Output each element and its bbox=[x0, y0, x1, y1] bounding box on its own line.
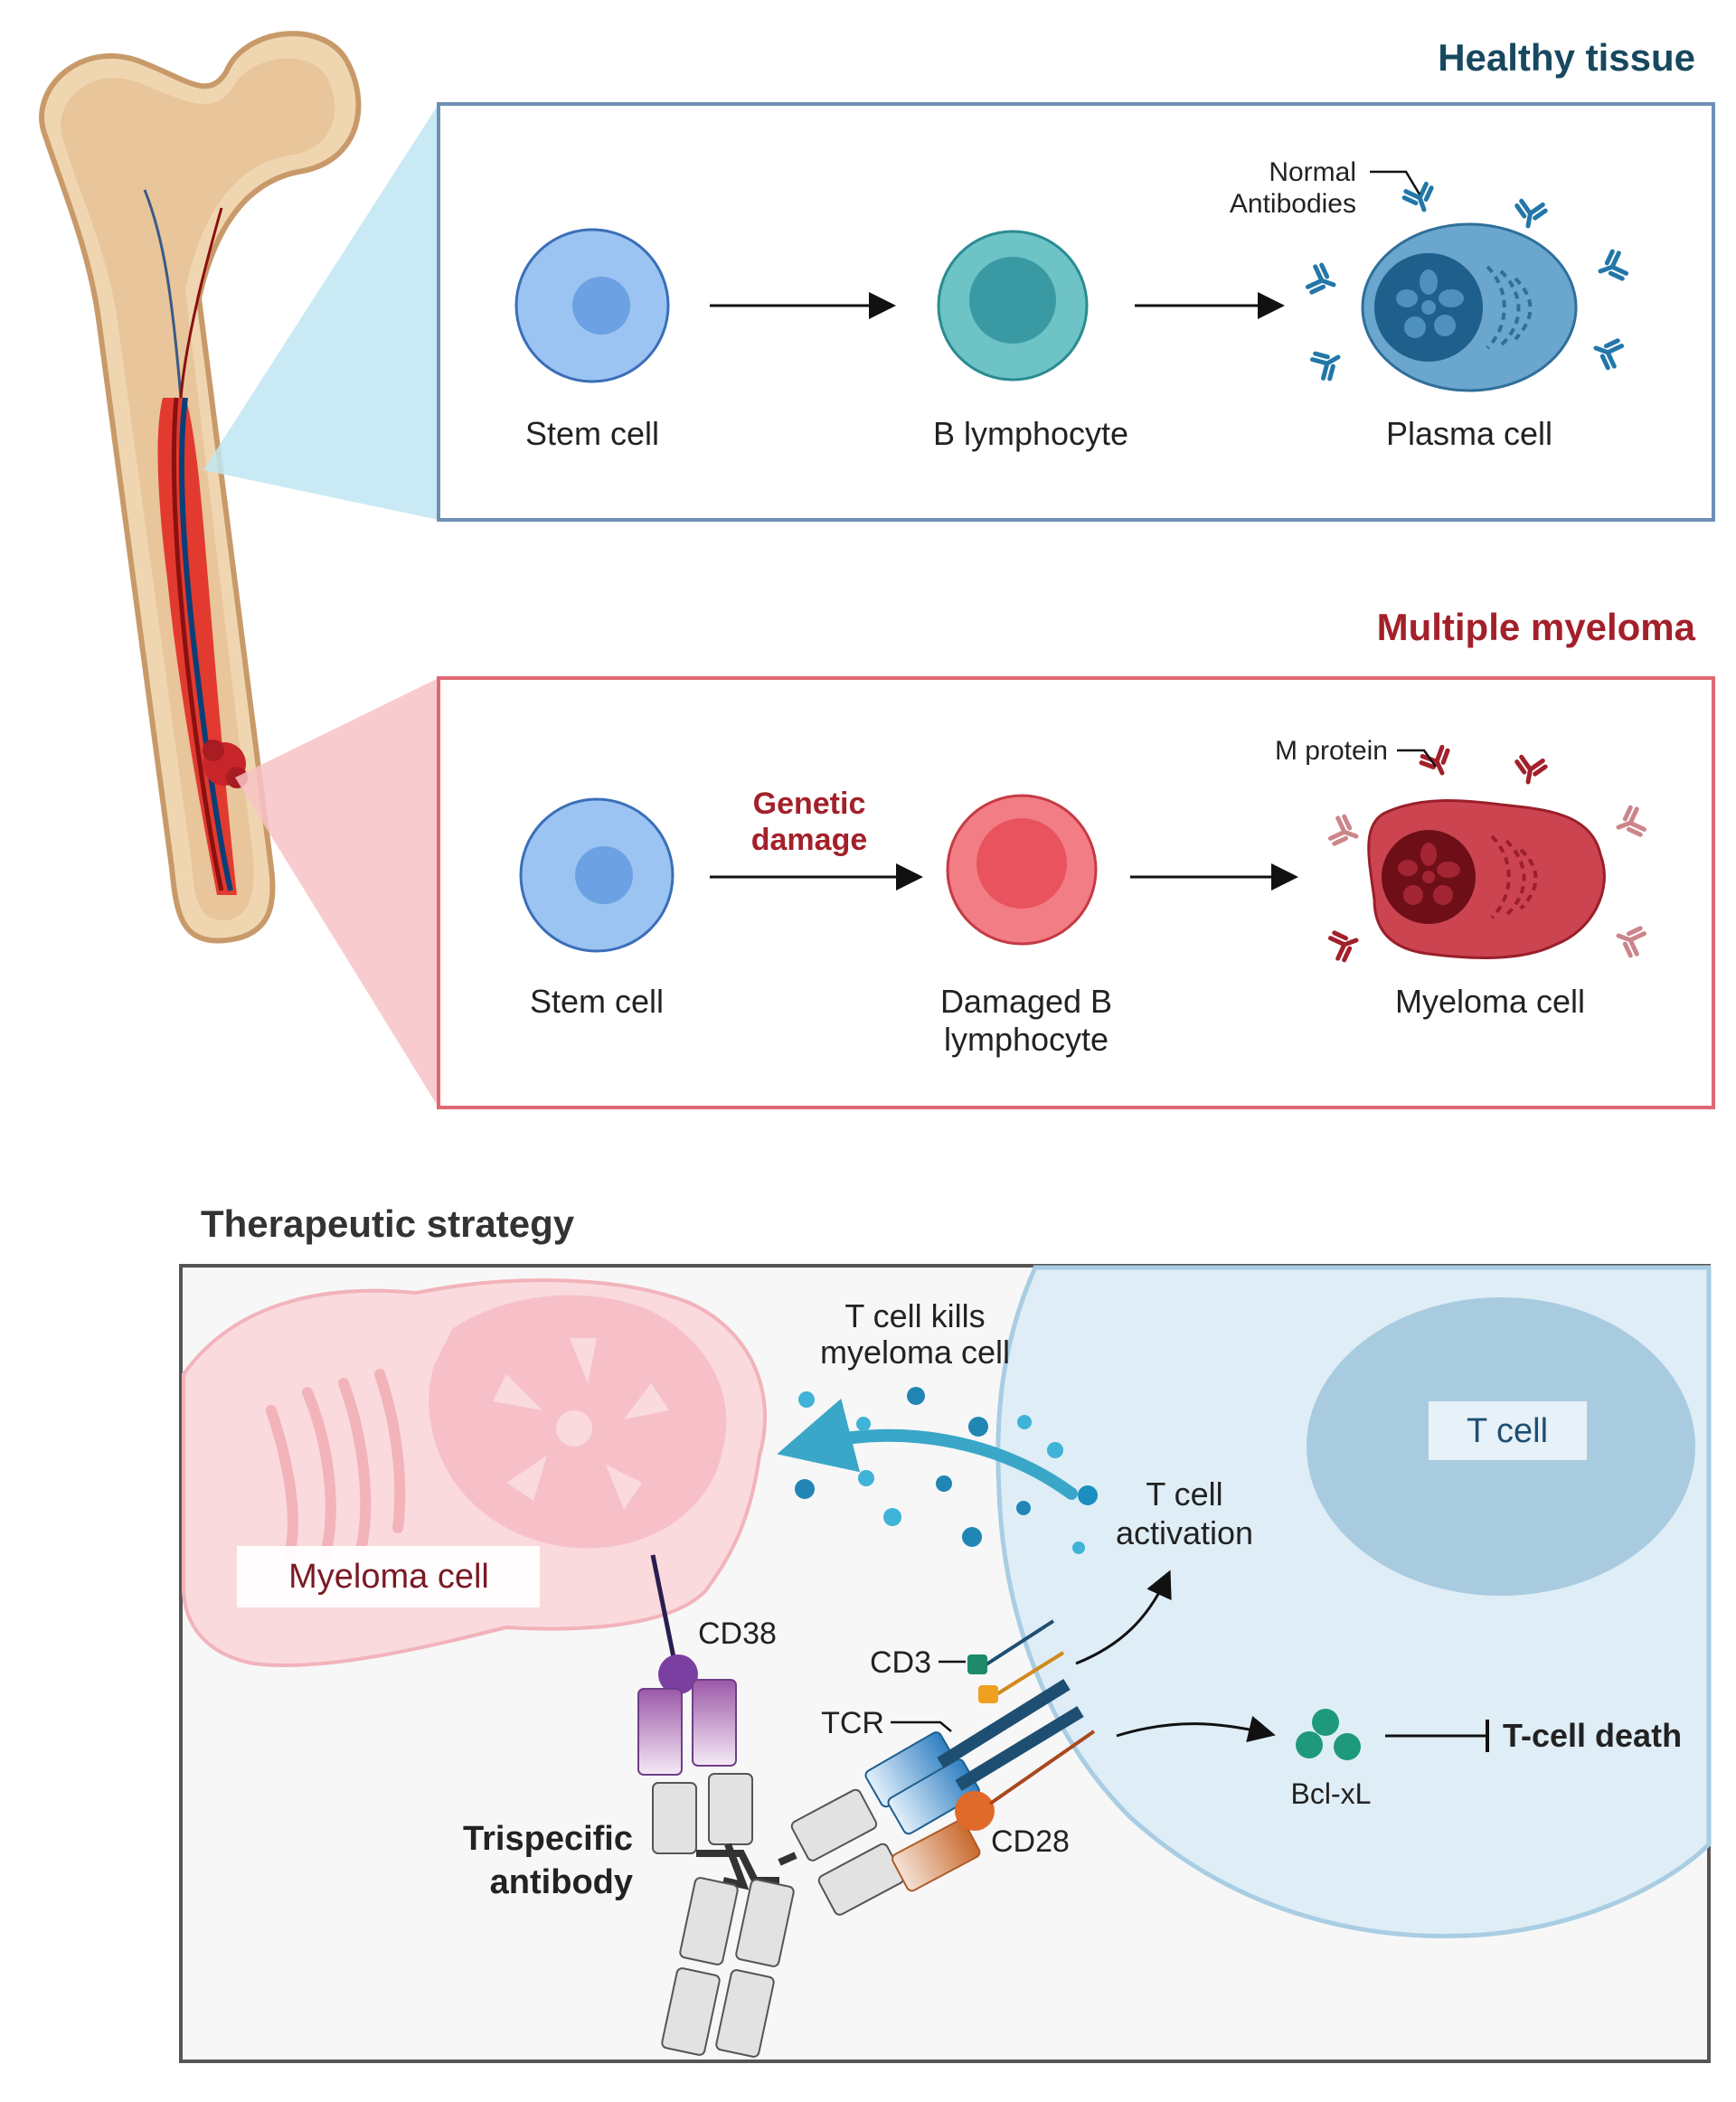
healthy-title: Healthy tissue bbox=[1438, 36, 1695, 79]
genetic-damage-label-1: Genetic bbox=[753, 787, 866, 821]
damaged-b-lymphocyte bbox=[946, 794, 1098, 946]
trispecific-label-1: Trispecific bbox=[463, 1820, 633, 1858]
bcl-xl-molecules bbox=[1296, 1709, 1361, 1760]
b-lymphocyte bbox=[937, 230, 1089, 382]
trispecific-antibody bbox=[637, 1554, 995, 2058]
bcl-arrow bbox=[1116, 1715, 1276, 1743]
stem-cell-label-2: Stem cell bbox=[530, 983, 664, 1020]
m-protein-leader-line bbox=[1397, 749, 1438, 768]
antibody-leader-line bbox=[1370, 170, 1421, 195]
therapy-title: Therapeutic strategy bbox=[201, 1202, 575, 1245]
plasma-cell bbox=[1361, 222, 1578, 392]
normal-antibodies-label-1: Normal bbox=[1269, 157, 1356, 187]
plasma-cell-label: Plasma cell bbox=[1386, 415, 1552, 452]
activation-label-1: T cell bbox=[1146, 1475, 1222, 1513]
trispecific-label-2: antibody bbox=[490, 1863, 633, 1901]
myeloma-title: Multiple myeloma bbox=[1377, 606, 1696, 648]
tcr-leader bbox=[891, 1720, 952, 1732]
femur-bone-illustration bbox=[39, 31, 362, 944]
activation-arrow bbox=[1075, 1569, 1172, 1665]
damaged-b-label-2: lymphocyte bbox=[944, 1021, 1109, 1058]
cd3-label: CD3 bbox=[870, 1645, 931, 1680]
myeloma-cell-label: Myeloma cell bbox=[1395, 983, 1585, 1020]
cytotoxic-granules bbox=[795, 1387, 1098, 1554]
t-cell-label-box bbox=[1429, 1401, 1587, 1460]
activation-label-2: activation bbox=[1116, 1514, 1253, 1551]
kills-label-1: T cell kills bbox=[844, 1297, 985, 1334]
myeloma-cell-label-box bbox=[237, 1546, 540, 1607]
cd28-stalk bbox=[988, 1730, 1096, 1805]
stem-cell-healthy bbox=[514, 228, 670, 383]
myeloma-cell-large bbox=[182, 1278, 768, 1667]
b-lymphocyte-label: B lymphocyte bbox=[933, 415, 1128, 452]
kill-arrow bbox=[777, 1398, 1078, 1500]
tcr-label: TCR bbox=[821, 1706, 884, 1740]
myeloma-zoom-wedge bbox=[235, 678, 439, 1108]
t-cell-death-label: T-cell death bbox=[1503, 1717, 1682, 1754]
bcl-xl-label: Bcl-xL bbox=[1291, 1777, 1372, 1810]
inhibition-line bbox=[1385, 1720, 1489, 1752]
myeloma-cell-large-label: Myeloma cell bbox=[288, 1558, 489, 1596]
kills-label-2: myeloma cell bbox=[820, 1334, 1010, 1371]
cd38-label: CD38 bbox=[698, 1617, 777, 1651]
myeloma-cell-small bbox=[1367, 799, 1606, 959]
cd28-label: CD28 bbox=[991, 1824, 1070, 1859]
m-protein-label: M protein bbox=[1275, 736, 1388, 766]
healthy-zoom-wedge bbox=[203, 104, 439, 520]
genetic-damage-label-2: damage bbox=[751, 823, 868, 857]
stem-cell-label: Stem cell bbox=[525, 415, 659, 452]
damaged-b-label-1: Damaged B bbox=[940, 983, 1112, 1020]
normal-antibodies-label-2: Antibodies bbox=[1230, 189, 1356, 219]
t-cell-label: T cell bbox=[1467, 1412, 1548, 1450]
stem-cell-myeloma bbox=[519, 797, 675, 953]
tcr-complex bbox=[937, 1619, 1084, 1791]
